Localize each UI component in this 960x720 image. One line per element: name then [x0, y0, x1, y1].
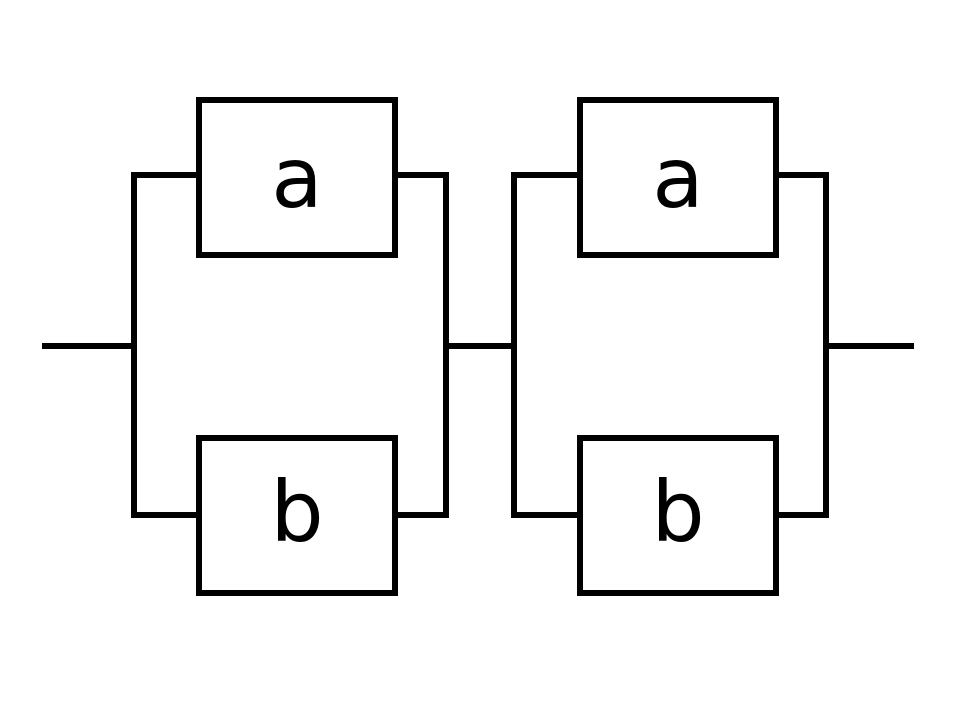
stage-2-label-b: b — [651, 463, 704, 561]
parallel-stage-2: a b — [511, 97, 829, 596]
stage-2-box-a — [577, 97, 779, 258]
stage-1-label-a: a — [271, 129, 322, 227]
stage-2-component-a: a — [577, 97, 779, 258]
stage-1-box-a — [196, 97, 398, 258]
stage-2-box-b — [577, 435, 779, 596]
stage-2-label-a: a — [652, 129, 703, 227]
stage-2-component-b: b — [577, 435, 779, 596]
stage-1-box-b — [196, 435, 398, 596]
stage-1-label-b: b — [270, 463, 323, 561]
stage-1-component-a: a — [196, 97, 398, 258]
parallel-stage-1: a b — [131, 97, 449, 596]
stage-1-component-b: b — [196, 435, 398, 596]
